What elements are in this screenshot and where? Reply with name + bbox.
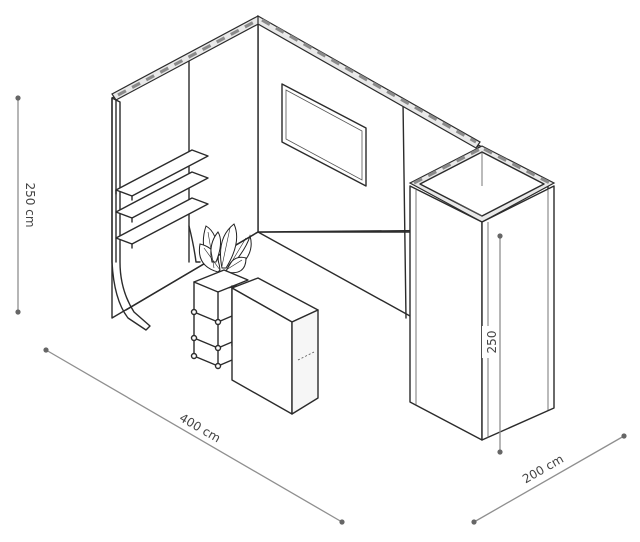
counter-side [291,309,319,415]
wall-shelves [115,149,209,249]
cube-shelf-top [193,269,249,293]
back-wall-top-rail [257,14,481,149]
tower-right-face [481,185,555,441]
shelf-bottom [115,197,209,245]
wall-screen-frame [281,83,367,187]
shelf-middle [115,171,209,219]
shelf-top [115,149,209,197]
back-wall-divider [402,101,407,319]
tower-height-dimension: 250 [482,233,503,455]
display-tower [408,145,556,441]
height-dimension: 250 cm [15,95,39,315]
wall-screen-inner [285,89,363,181]
left-rail-pattern [117,19,257,97]
left-wall [111,21,259,319]
height-label: 250 cm [23,182,37,227]
left-wall-edge [111,97,151,331]
shelf-bracket [188,225,201,263]
reception-counter [231,277,319,415]
depth-dimension: 200 cm [471,433,627,525]
tower-left-face [409,185,483,441]
cube-shelf [190,269,249,370]
back-floor-line [257,231,411,317]
tower-height-label: 250 [485,331,499,354]
